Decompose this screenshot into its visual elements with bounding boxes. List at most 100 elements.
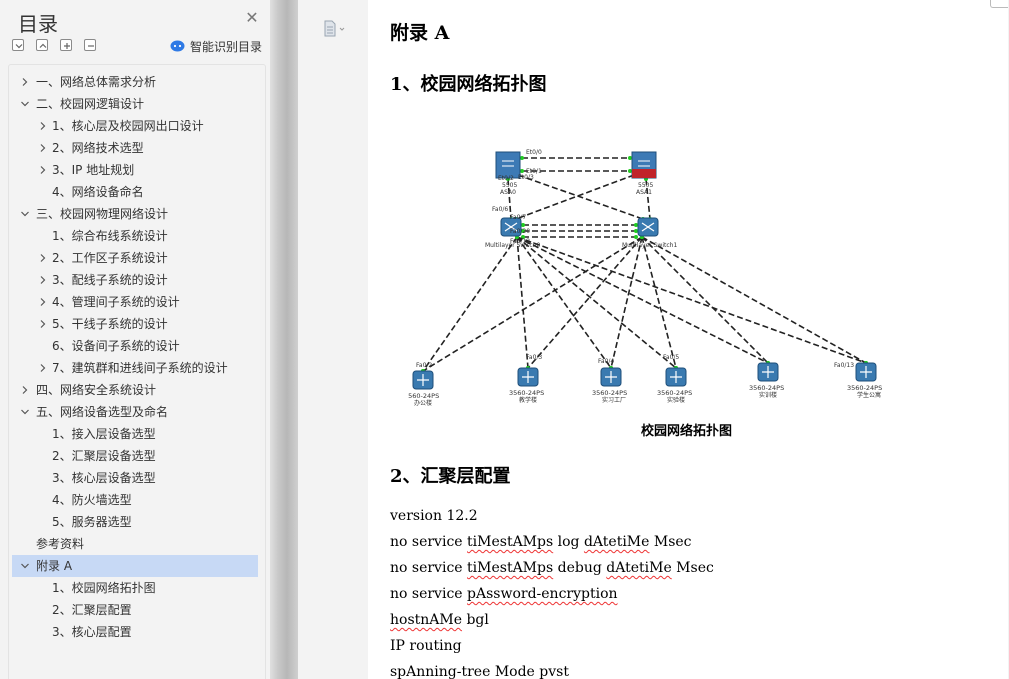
collapse-all-icon[interactable] <box>12 39 24 51</box>
toc-item[interactable]: 1、综合布线系统设计 <box>12 225 260 247</box>
port-indicator <box>634 235 638 239</box>
toc-item[interactable]: 2、网络技术选型 <box>12 137 260 159</box>
toc-item-label: 6、设备间子系统的设计 <box>52 339 180 353</box>
topology-link <box>641 236 769 364</box>
config-token: log <box>553 534 584 550</box>
config-token: version 12.2 <box>390 508 478 524</box>
port-label: Fa0/13 <box>834 362 854 369</box>
chevron-right-icon[interactable] <box>38 319 48 329</box>
chevron-right-icon[interactable] <box>38 363 48 373</box>
chevron-right-icon[interactable] <box>20 385 30 395</box>
node-name-label: 办公楼 <box>414 399 432 407</box>
page-corner <box>990 0 1008 8</box>
toc-item[interactable]: 2、汇聚层配置 <box>12 599 260 621</box>
toc-item[interactable]: 4、防火墙选型 <box>12 489 260 511</box>
config-line: spAnning-tree Mode pvst <box>390 664 569 679</box>
toc-item[interactable]: 附录 A <box>12 555 258 577</box>
firewall-icon <box>638 160 650 167</box>
port-indicator <box>628 156 632 160</box>
chevron-right-icon[interactable] <box>38 275 48 285</box>
port-label: Et0/2 <box>498 175 514 182</box>
config-token: pAssword-encryption <box>467 586 618 602</box>
node-model-label: 3560-24PS <box>749 384 784 392</box>
toc-item[interactable]: 5、服务器选型 <box>12 511 260 533</box>
config-token: tiMestAMps <box>467 560 554 576</box>
toc-item-label: 3、核心层设备选型 <box>52 471 156 485</box>
chevron-down-icon[interactable] <box>20 407 30 417</box>
port-label: Fa0/6 <box>492 206 508 213</box>
node-name-label: ASA1 <box>636 189 652 196</box>
firewall-icon <box>632 169 656 178</box>
chevron-down-icon[interactable] <box>20 99 30 109</box>
toc-item[interactable]: 1、接入层设备选型 <box>12 423 260 445</box>
chevron-down-icon[interactable] <box>20 209 30 219</box>
toc-item-label: 一、网络总体需求分析 <box>36 75 157 89</box>
port-label: Fa0/3 <box>526 354 542 361</box>
toc-item[interactable]: 2、汇聚层设备选型 <box>12 445 260 467</box>
toc-item[interactable]: 3、核心层设备选型 <box>12 467 260 489</box>
chevron-right-icon[interactable] <box>38 253 48 263</box>
toc-item-label: 2、网络技术选型 <box>52 141 144 155</box>
toc-item[interactable]: 4、网络设备命名 <box>12 181 260 203</box>
config-line: IP routing <box>390 638 462 654</box>
toc-item[interactable]: 4、管理间子系统的设计 <box>12 291 260 313</box>
document-outline-icon[interactable] <box>323 20 345 38</box>
close-icon[interactable]: ✕ <box>245 8 259 27</box>
node-name-label: Multilayer Switch1 <box>622 242 677 249</box>
toc-item[interactable]: 三、校园网物理网络设计 <box>12 203 260 225</box>
toc-item-label: 2、工作区子系统设计 <box>52 251 168 265</box>
port-indicator <box>628 169 632 173</box>
toc-item[interactable]: 四、网络安全系统设计 <box>12 379 260 401</box>
toc-item-label: 4、防火墙选型 <box>52 493 132 507</box>
add-heading-icon[interactable] <box>60 39 72 51</box>
sidebar-splitter[interactable] <box>270 0 298 679</box>
node-model-label: 3560-24PS <box>408 392 439 400</box>
toc-item[interactable]: 1、校园网络拓扑图 <box>12 577 260 599</box>
toc-item[interactable]: 3、核心层配置 <box>12 621 260 643</box>
chevron-down-icon[interactable] <box>20 561 30 571</box>
port-label: Fa0/7 <box>510 214 526 221</box>
port-indicator <box>521 223 525 227</box>
expand-all-icon[interactable] <box>36 39 48 51</box>
toc-item[interactable]: 二、校园网逻辑设计 <box>12 93 260 115</box>
config-token: Msec <box>649 534 692 550</box>
toc-item[interactable]: 7、建筑群和进线间子系统的设计 <box>12 357 260 379</box>
port-indicator <box>634 223 638 227</box>
config-token: no service <box>390 560 468 576</box>
toc-item[interactable]: 6、设备间子系统的设计 <box>12 335 260 357</box>
chevron-right-icon[interactable] <box>38 165 48 175</box>
remove-heading-icon[interactable] <box>84 39 96 51</box>
node-model-label: 5505 <box>502 182 517 189</box>
document-page <box>368 0 1008 679</box>
port-label: Et0/1 <box>526 168 542 175</box>
chevron-right-icon[interactable] <box>38 143 48 153</box>
access-switch-icon <box>860 366 872 378</box>
toc-item-label: 2、汇聚层配置 <box>52 603 132 617</box>
toc-item[interactable]: 参考资料 <box>12 533 260 555</box>
toc-item[interactable]: 一、网络总体需求分析 <box>12 71 260 93</box>
chevron-right-icon[interactable] <box>20 77 30 87</box>
toc-item[interactable]: 1、核心层及校园网出口设计 <box>12 115 260 137</box>
port-indicator <box>634 229 638 233</box>
figure-caption: 校园网络拓扑图 <box>641 424 733 439</box>
smart-toc-button[interactable]: 智能识别目录 <box>170 38 262 54</box>
chevron-right-icon[interactable] <box>38 121 48 131</box>
toc-item-label: 附录 A <box>36 559 73 573</box>
config-token: dAtetiMe <box>583 534 650 550</box>
config-line: version 12.2 <box>390 508 478 524</box>
port-indicator <box>521 229 525 233</box>
toc-item[interactable]: 五、网络设备选型及命名 <box>12 401 260 423</box>
node-name-label: 学生公寓 <box>857 391 881 399</box>
toc-item[interactable]: 5、干线子系统的设计 <box>12 313 260 335</box>
config-token: no service <box>390 586 468 602</box>
chevron-right-icon[interactable] <box>38 297 48 307</box>
toc-item[interactable]: 3、配线子系统的设计 <box>12 269 260 291</box>
node-name-label: Multilayer Switch0 <box>485 242 540 249</box>
topology-link <box>516 236 529 369</box>
config-token: spAnning-tree Mode pvst <box>390 664 569 679</box>
node-model-label: 3560-24PS <box>847 384 882 392</box>
toc-item[interactable]: 2、工作区子系统设计 <box>12 247 260 269</box>
toc-item-label: 3、IP 地址规划 <box>52 163 135 177</box>
toc-item[interactable]: 3、IP 地址规划 <box>12 159 260 181</box>
